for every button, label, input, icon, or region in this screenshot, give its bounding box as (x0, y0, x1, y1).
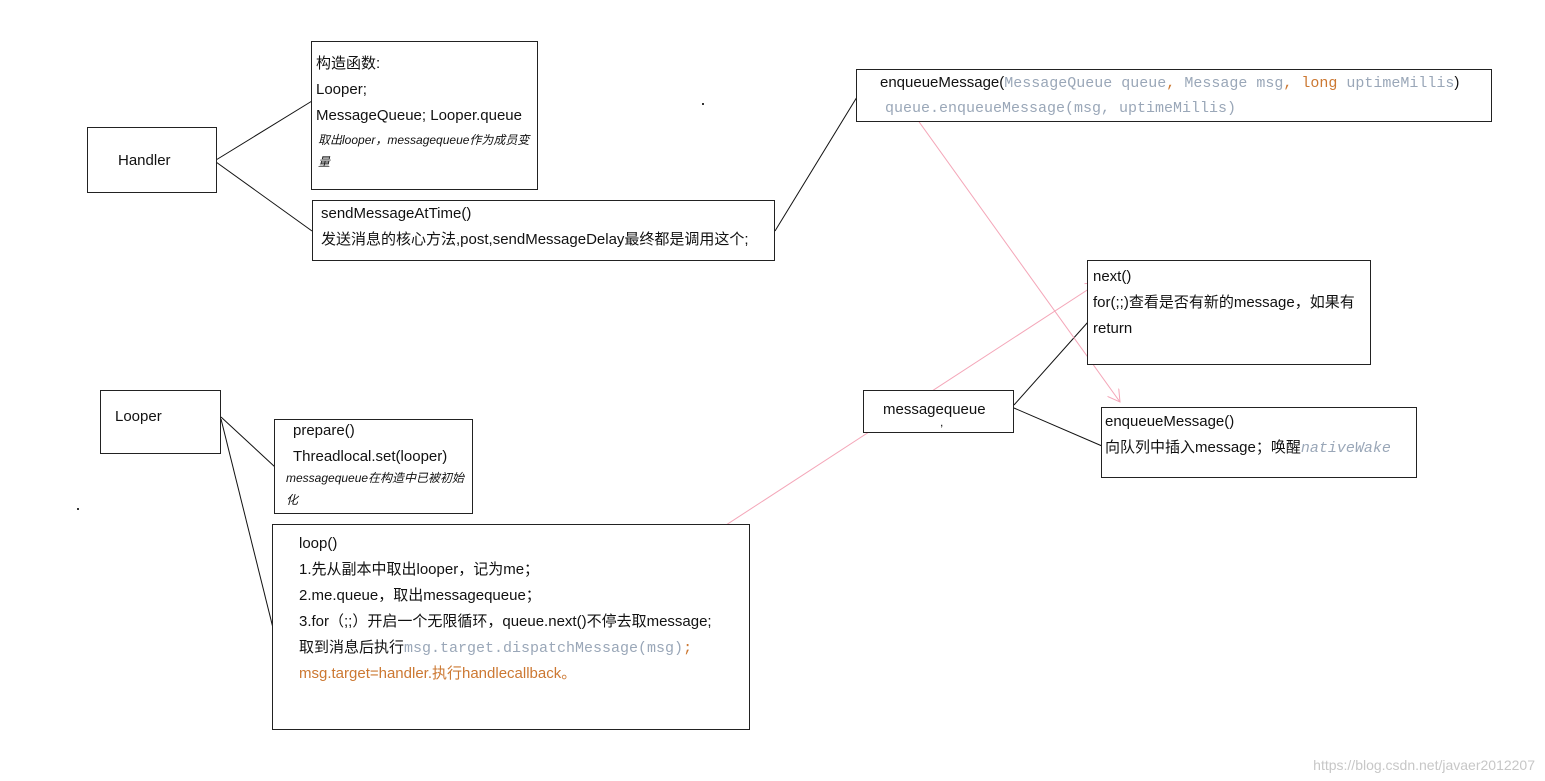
loop-line-6: msg.target=handler.执行handlecallback。 (299, 665, 577, 682)
loop-line-5-text: 取到消息后执行 (299, 639, 405, 656)
param-1: MessageQueue queue (1004, 75, 1167, 92)
enqueue-message-top-box: enqueueMessage(MessageQueue queue, Messa… (856, 69, 1492, 122)
messagequeue-mark: , (940, 415, 944, 429)
enqueue-method-name: enqueueMessage( (880, 74, 1005, 91)
enqueue-signature: enqueueMessage(MessageQueue queue, Messa… (880, 70, 1459, 97)
looper-box: Looper (100, 390, 221, 454)
loop-line-5: 取到消息后执行msg.target.dispatchMessage(msg); (299, 635, 692, 662)
connector-handler-send (215, 161, 313, 232)
handler-constructor-box: 构造函数: Looper; MessageQueue; Looper.queue… (311, 41, 538, 190)
send-line-1: sendMessageAtTime() (321, 205, 472, 222)
next-box: next() for(;;)查看是否有新的message，如果有 return (1087, 260, 1371, 365)
connector-handler-ctor (215, 100, 313, 161)
stray-dot (77, 508, 79, 510)
dispatch-code: msg.target.dispatchMessage(msg) (404, 640, 684, 657)
messagequeue-box: messagequeue , (863, 390, 1014, 433)
loop-line-1: loop() (299, 535, 338, 552)
enqueue-insert-box: enqueueMessage() 向队列中插入message；唤醒nativeW… (1101, 407, 1417, 478)
connector-send-enqueue (774, 96, 858, 232)
param-3-name: uptimeMillis (1337, 75, 1455, 92)
insert-line-2: 向队列中插入message；唤醒nativeWake (1105, 435, 1391, 462)
next-line-2: for(;;)查看是否有新的message，如果有 (1093, 294, 1355, 311)
enqueue-call: queue.enqueueMessage(msg, uptimeMillis) (885, 100, 1237, 117)
send-message-box: sendMessageAtTime() 发送消息的核心方法,post,sendM… (312, 200, 775, 261)
stray-dot (702, 103, 704, 105)
enqueue-close-paren: ) (1454, 74, 1460, 91)
prepare-line-1: prepare() (293, 422, 355, 439)
connector-looper-loop (220, 418, 274, 629)
loop-line-2: 1.先从副本中取出looper，记为me； (299, 561, 540, 578)
looper-title: Looper (115, 408, 162, 425)
loop-line-3: 2.me.queue，取出messagequeue； (299, 587, 541, 604)
prepare-box: prepare() Threadlocal.set(looper) messag… (274, 419, 473, 514)
loop-box: loop() 1.先从副本中取出looper，记为me； 2.me.queue，… (272, 524, 750, 730)
prepare-line-2: Threadlocal.set(looper) (293, 448, 448, 465)
native-wake-code: nativeWake (1300, 440, 1391, 457)
next-line-3: return (1093, 320, 1133, 337)
dispatch-semicolon: ; (683, 640, 693, 657)
watermark: https://blog.csdn.net/javaer2012207 (1313, 757, 1535, 773)
connector-mq-next (1013, 321, 1089, 406)
insert-line-1: enqueueMessage() (1105, 413, 1235, 430)
handler-box: Handler (87, 127, 217, 193)
insert-line-2-text: 向队列中插入message；唤醒 (1105, 439, 1301, 456)
param-sep-2: , (1283, 75, 1302, 92)
param-3-type: long (1301, 75, 1338, 92)
connector-looper-prepare (220, 416, 276, 468)
next-line-1: next() (1093, 268, 1132, 285)
ctor-line-3: MessageQueue; Looper.queue (316, 107, 522, 124)
send-line-2: 发送消息的核心方法,post,sendMessageDelay最终都是调用这个; (321, 231, 749, 248)
ctor-line-2: Looper; (316, 81, 367, 98)
prepare-note: messagequeue在构造中已被初始化 (286, 471, 465, 507)
ctor-note: 取出looper，messagequeue作为成员变量 (318, 133, 530, 169)
param-sep-1: , (1166, 75, 1185, 92)
param-2: Message msg (1184, 75, 1284, 92)
connector-mq-enqueue (1013, 407, 1103, 447)
messagequeue-title: messagequeue (883, 401, 986, 418)
ctor-line-1: 构造函数: (316, 55, 381, 72)
loop-line-4: 3.for（;;）开启一个无限循环，queue.next()不停去取messag… (299, 613, 712, 630)
handler-title: Handler (118, 152, 171, 169)
